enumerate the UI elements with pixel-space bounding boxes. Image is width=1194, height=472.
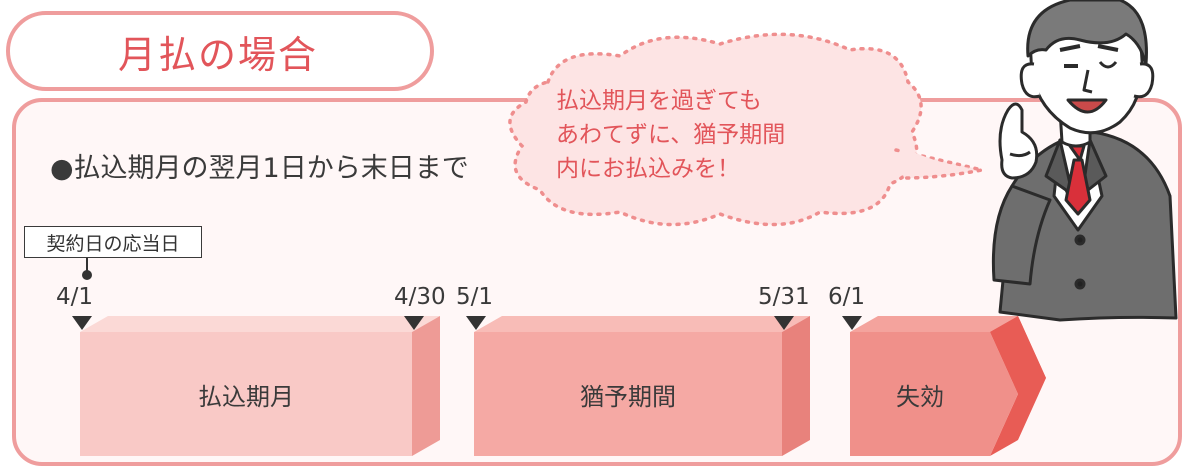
period-box-2 [474,316,810,456]
anniversary-dot [82,270,92,280]
period-box-1 [80,316,440,456]
businessman-illustration [991,0,1178,322]
bubble-line-3: 内にお払込みを！ [556,156,740,182]
date-label-2: 4/30 [394,284,446,310]
date-markers [72,316,862,330]
speech-bubble [508,32,983,227]
date-label-1: 4/1 [56,284,94,310]
period-label-payment: 払込期月 [198,382,294,411]
bubble-line-1: 払込期月を過ぎても [556,88,762,114]
date-label-3: 5/1 [456,284,494,310]
period-box-3 [850,316,1046,456]
intro-text: ●払込期月の翌月1日から末日まで [50,153,469,184]
title-tab [6,11,434,91]
bubble-line-2: あわてずに、猶予期間 [556,122,786,148]
anniversary-label: 契約日の応当日 [24,226,202,258]
speech-bubble-text: 払込期月を過ぎても あわてずに、猶予期間 内にお払込みを！ [556,84,856,186]
date-label-4: 5/31 [758,284,810,310]
period-label-lapse: 失効 [896,382,944,411]
period-label-grace: 猶予期間 [580,382,676,411]
page-title: 月払の場合 [117,32,318,77]
date-label-5: 6/1 [828,284,866,310]
